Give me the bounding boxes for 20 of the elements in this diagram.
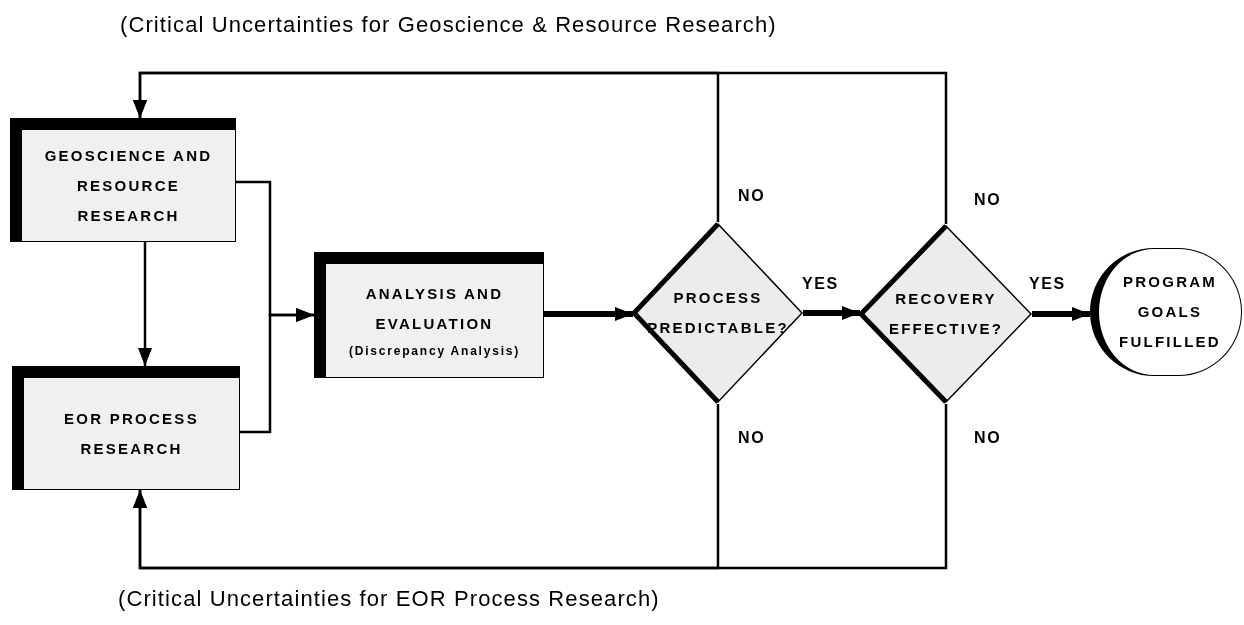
node-label: EOR PROCESS RESEARCH (63, 408, 200, 459)
loop-caption: (Critical Uncertainties for EOR Process Research) (118, 585, 660, 613)
arrow (240, 308, 314, 434)
arrow (133, 71, 948, 224)
node-label: PROCESS PREDICTABLE? (646, 288, 790, 338)
loop-caption: (Critical Uncertainties for Geoscience & Resource Research) (120, 11, 777, 39)
decision-diamond (633, 222, 803, 404)
process-box (10, 118, 236, 242)
arrow (133, 404, 948, 570)
process-box (314, 252, 544, 378)
process-box (12, 366, 240, 490)
node-label: ANALYSIS AND EVALUATION (364, 283, 505, 334)
node-label: RECOVERY EFFECTIVE? (887, 289, 1005, 339)
arrow (1032, 307, 1090, 321)
arrow (803, 306, 860, 320)
node-label: PROGRAM GOALS FULFILLED (1118, 272, 1222, 352)
arrow (544, 307, 633, 321)
arrow (138, 242, 152, 366)
node-sublabel: (Discrepancy Analysis) (348, 342, 521, 360)
node-label: GEOSCIENCE AND RESOURCE RESEARCH (43, 145, 214, 226)
